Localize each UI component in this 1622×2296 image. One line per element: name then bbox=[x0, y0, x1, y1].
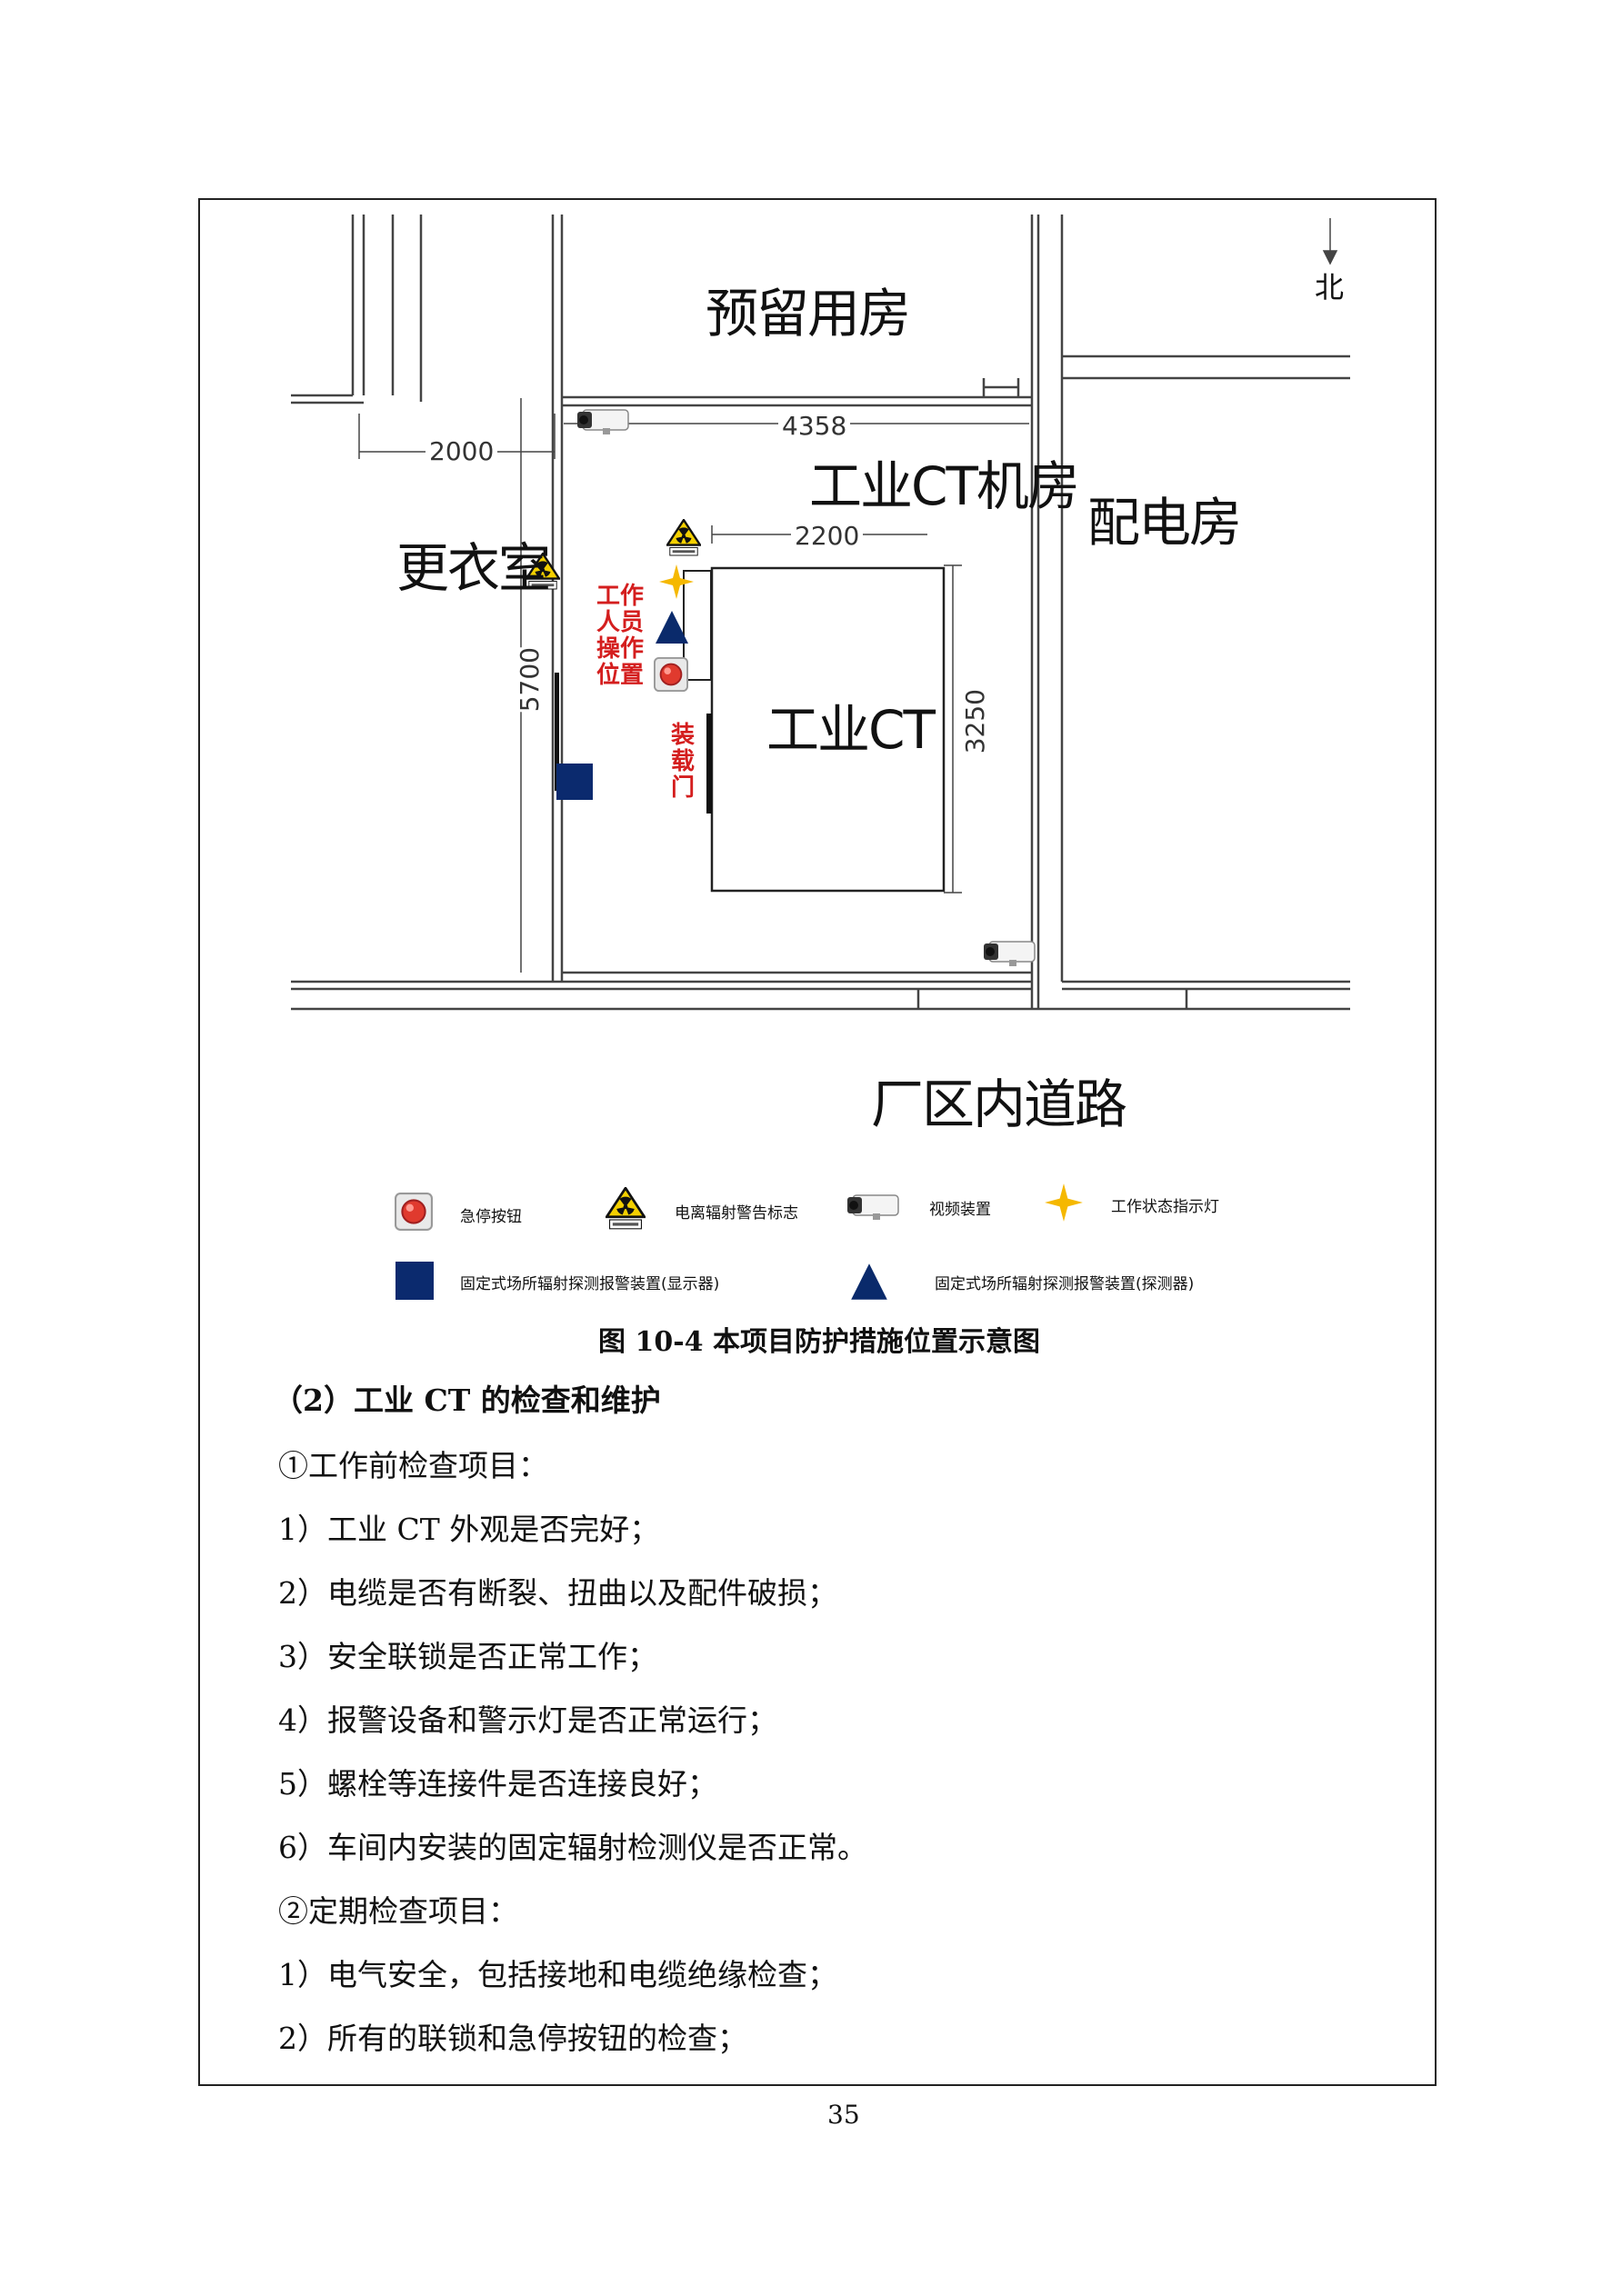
camera-icon bbox=[982, 938, 1036, 967]
radiation-sign-icon bbox=[666, 519, 701, 557]
room-label-locker: 更衣室 bbox=[396, 537, 551, 599]
text-line: 2）所有的联锁和急停按钮的检查； bbox=[278, 2021, 747, 2056]
page-frame bbox=[198, 198, 1437, 2086]
road-label: 厂区内道路 bbox=[871, 1073, 1127, 1135]
text-line: 2）电缆是否有断裂、扭曲以及配件破损； bbox=[278, 1575, 837, 1611]
display-device-marker bbox=[556, 764, 593, 800]
text-line: 4）报警设备和警示灯是否正常运行； bbox=[278, 1702, 777, 1738]
text-line: 3）安全联锁是否正常工作； bbox=[278, 1639, 657, 1674]
legend-display: 固定式场所辐射探测报警装置(显示器) bbox=[460, 1275, 720, 1293]
operator-console bbox=[683, 570, 712, 681]
text-line: 6）车间内安装的固定辐射检测仪是否正常。 bbox=[278, 1830, 867, 1865]
legend-detector-triangle-icon bbox=[849, 1262, 889, 1302]
legend-radiation-sign: 电离辐射警告标志 bbox=[675, 1204, 798, 1223]
detector-triangle-icon bbox=[654, 609, 690, 645]
text-line: ②定期检查项目： bbox=[278, 1893, 518, 1929]
page-number: 35 bbox=[827, 2100, 860, 2130]
camera-icon bbox=[576, 406, 630, 435]
operator-position-label: 工作人员操作位置 bbox=[596, 583, 645, 689]
legend-display-square-icon bbox=[395, 1262, 434, 1300]
legend-radiation-sign-icon bbox=[606, 1187, 646, 1231]
ct-equipment-label: 工业CT bbox=[766, 699, 936, 761]
text-line: ①工作前检查项目： bbox=[278, 1448, 548, 1483]
dimension-2000: 2000 bbox=[426, 436, 498, 466]
north-label: 北 bbox=[1315, 270, 1345, 304]
locker-room-door bbox=[555, 673, 559, 791]
text-line: 1）工业 CT 外观是否完好； bbox=[278, 1512, 660, 1547]
legend-emergency-stop-icon bbox=[395, 1193, 433, 1231]
dimension-3250: 3250 bbox=[956, 689, 994, 754]
text-line: 5）螺栓等连接件是否连接良好； bbox=[278, 1766, 717, 1802]
room-label-reserved: 预留用房 bbox=[706, 283, 911, 344]
room-label-ct-room: 工业CT机房 bbox=[809, 455, 1080, 517]
emergency-stop-icon bbox=[654, 657, 688, 692]
text-line: 1）电气安全，包括接地和电缆绝缘检查； bbox=[278, 1957, 837, 1992]
legend-camera-icon bbox=[846, 1192, 900, 1221]
figure-caption: 图 10-4 本项目防护措施位置示意图 bbox=[598, 1326, 1040, 1358]
legend-video: 视频装置 bbox=[929, 1201, 991, 1219]
section-heading: （2）工业 CT 的检查和维护 bbox=[273, 1383, 661, 1418]
legend-emergency-stop: 急停按钮 bbox=[460, 1208, 522, 1226]
floor-plan bbox=[291, 215, 1350, 1011]
room-label-power: 配电房 bbox=[1087, 492, 1242, 554]
legend-indicator: 工作状态指示灯 bbox=[1111, 1198, 1219, 1216]
dimension-5700: 5700 bbox=[511, 647, 548, 713]
dimension-4358: 4358 bbox=[778, 411, 851, 441]
legend-detector: 固定式场所辐射探测报警装置(探测器) bbox=[935, 1275, 1195, 1293]
dimension-2200: 2200 bbox=[791, 521, 864, 551]
legend-indicator-star-icon bbox=[1044, 1183, 1084, 1223]
walls bbox=[291, 215, 1350, 1011]
loading-door-label: 装载门 bbox=[671, 722, 696, 802]
indicator-star-icon bbox=[658, 564, 695, 600]
